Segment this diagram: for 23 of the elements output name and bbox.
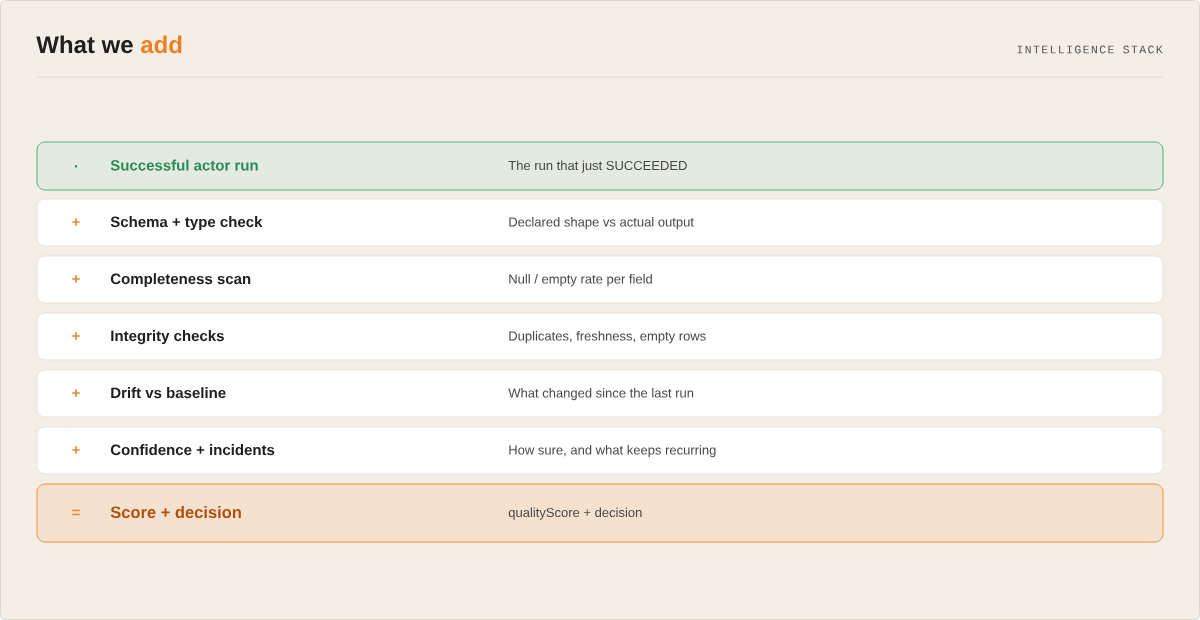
step-description: The run that just SUCCEEDED [508, 160, 687, 173]
step-title: Integrity checks [111, 330, 224, 345]
step-description: How sure, and what keeps recurring [509, 445, 716, 458]
step-title: Score + decision [110, 506, 241, 519]
step-description: What changed since the last run [508, 388, 694, 401]
step-symbol: + [72, 275, 80, 283]
step-symbol: = [72, 509, 80, 516]
heading: What we add [36, 35, 182, 54]
step-symbol: · [74, 165, 78, 168]
step-title: Completeness scan [110, 273, 251, 288]
step-title: Schema + type check [110, 216, 263, 231]
step-description: Declared shape vs actual output [509, 217, 694, 230]
step-description: qualityScore + decision [508, 507, 642, 520]
step-title: Successful actor run [110, 159, 258, 171]
step-description: Duplicates, freshness, empty rows [509, 331, 706, 344]
step-symbol: + [72, 446, 80, 454]
step-title: Drift vs baseline [111, 387, 226, 399]
step-symbol: + [72, 218, 80, 226]
step-description: Null / empty rate per field [509, 274, 652, 287]
step-title: Confidence + incidents [110, 444, 275, 456]
step-symbol: + [72, 332, 80, 340]
section-label: INTELLIGENCE STACK [1017, 45, 1163, 54]
step-symbol: + [72, 389, 80, 397]
